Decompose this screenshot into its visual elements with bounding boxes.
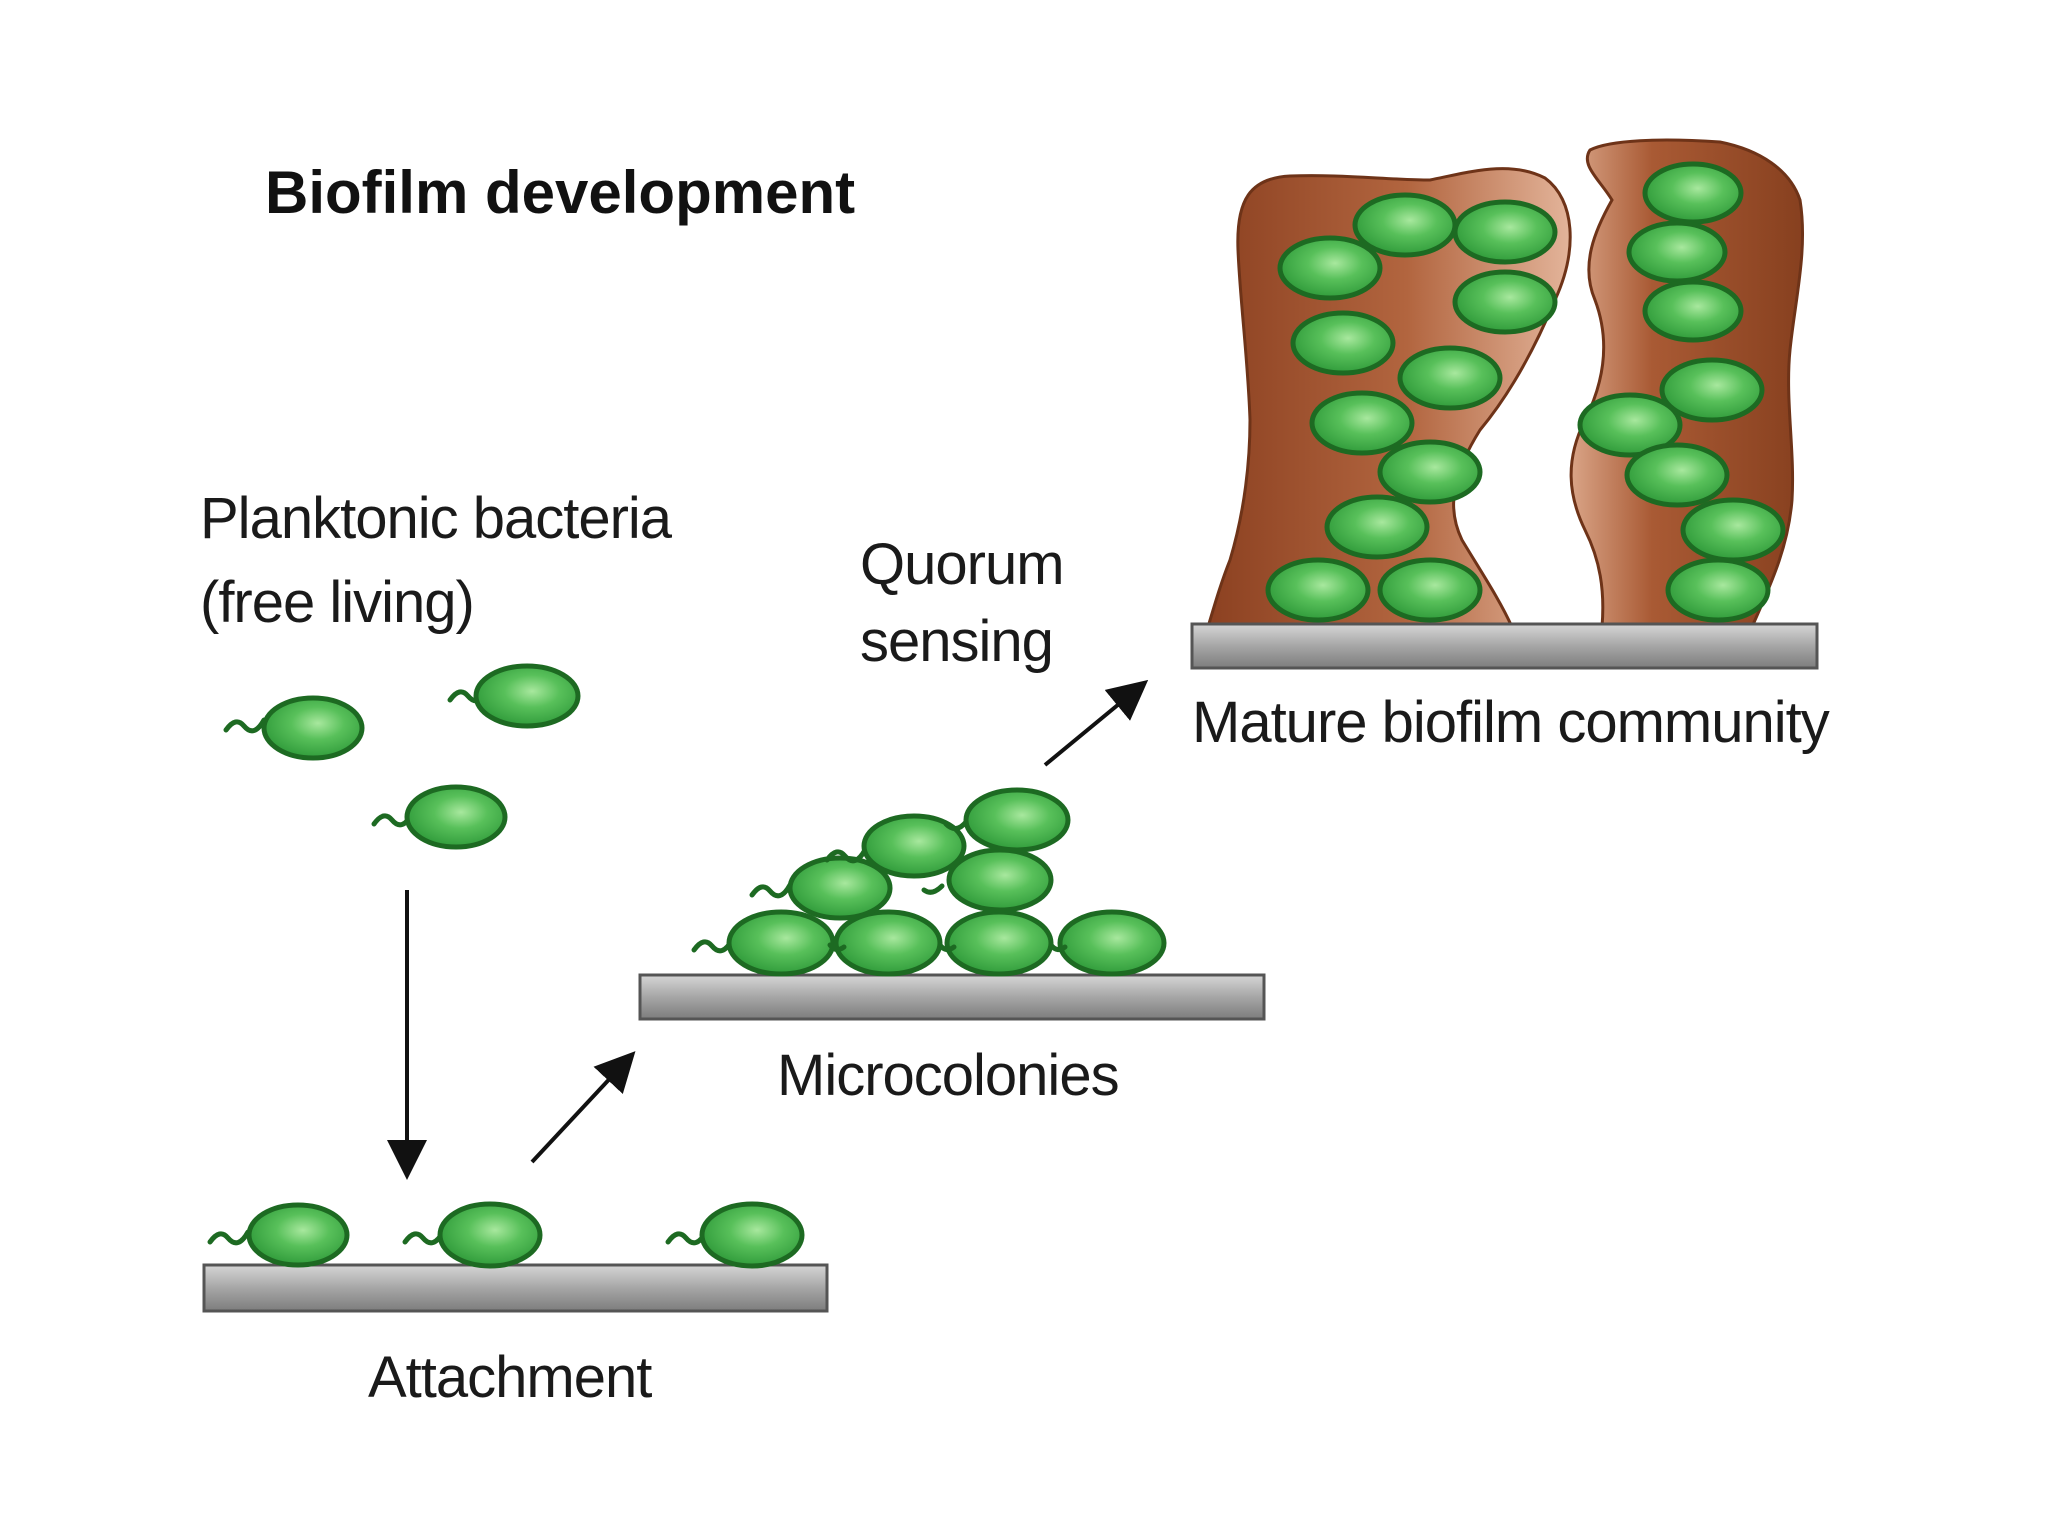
microcolony-bacterium <box>726 909 836 977</box>
microcolony-bacterium <box>861 813 967 879</box>
biofilm-bacterium <box>1265 557 1371 623</box>
quorum-sensing-label-line2: sensing <box>860 609 1053 674</box>
planktonic-bacteria <box>223 663 581 850</box>
planktonic-bacterium <box>447 663 581 729</box>
planktonic-label-line2: (free living) <box>200 570 474 635</box>
planktonic-bacterium <box>371 784 508 850</box>
mature-biofilm-stage: Mature biofilm community <box>1190 138 1831 755</box>
microcolony-bacterium <box>944 909 1054 977</box>
attached-bacterium <box>665 1201 805 1269</box>
diagram-title: Biofilm development <box>265 159 855 226</box>
biofilm-bacterium <box>1377 557 1483 623</box>
microcolony-cluster <box>691 787 1167 977</box>
microcolony-bacterium <box>833 909 943 977</box>
microcolonies-label: Microcolonies <box>777 1043 1119 1108</box>
biofilm-bacterium <box>1642 161 1744 225</box>
biofilm-bacterium <box>1626 220 1728 284</box>
biofilm-bacterium <box>1397 345 1503 411</box>
biofilm-bacterium <box>1324 494 1430 560</box>
microcolonies-surface <box>638 973 1266 1021</box>
microcolony-bacterium <box>787 855 893 921</box>
microcolony-bacterium <box>963 787 1071 853</box>
attached-bacterium <box>207 1202 350 1268</box>
attached-bacterium <box>402 1201 543 1269</box>
biofilm-bacterium <box>1277 235 1383 301</box>
biofilm-bacterium <box>1452 199 1558 265</box>
mature-biofilm-surface <box>1190 622 1819 670</box>
biofilm-bacterium <box>1452 269 1558 335</box>
arrow-microcolonies-to-mature <box>1043 679 1149 767</box>
biofilm-bacterium <box>1624 442 1730 508</box>
biofilm-bacterium <box>1377 439 1483 505</box>
attachment-surface <box>202 1263 829 1313</box>
microcolonies-stage: Microcolonies <box>638 787 1266 1108</box>
biofilm-bacterium <box>1665 557 1771 623</box>
biofilm-bacterium <box>1309 390 1415 456</box>
arrow-attachment-to-microcolonies <box>530 1051 636 1164</box>
microcolony-bacterium <box>946 847 1054 913</box>
attachment-label: Attachment <box>368 1345 652 1410</box>
biofilm-bacterium <box>1290 310 1396 376</box>
quorum-sensing-label-line1: Quorum <box>860 532 1064 597</box>
biofilm-bacterium <box>1659 357 1765 423</box>
biofilm-bacterium <box>1577 392 1683 458</box>
mature-biofilm-label: Mature biofilm community <box>1192 690 1830 755</box>
microcolony-bacterium <box>1057 909 1167 977</box>
biofilm-bacterium <box>1642 279 1744 343</box>
biofilm-bacterium <box>1352 192 1458 258</box>
attachment-stage: Attachment <box>202 1201 829 1410</box>
biofilm-bacterium <box>1680 497 1786 563</box>
planktonic-bacterium <box>223 695 365 761</box>
planktonic-label-line1: Planktonic bacteria <box>200 486 673 551</box>
